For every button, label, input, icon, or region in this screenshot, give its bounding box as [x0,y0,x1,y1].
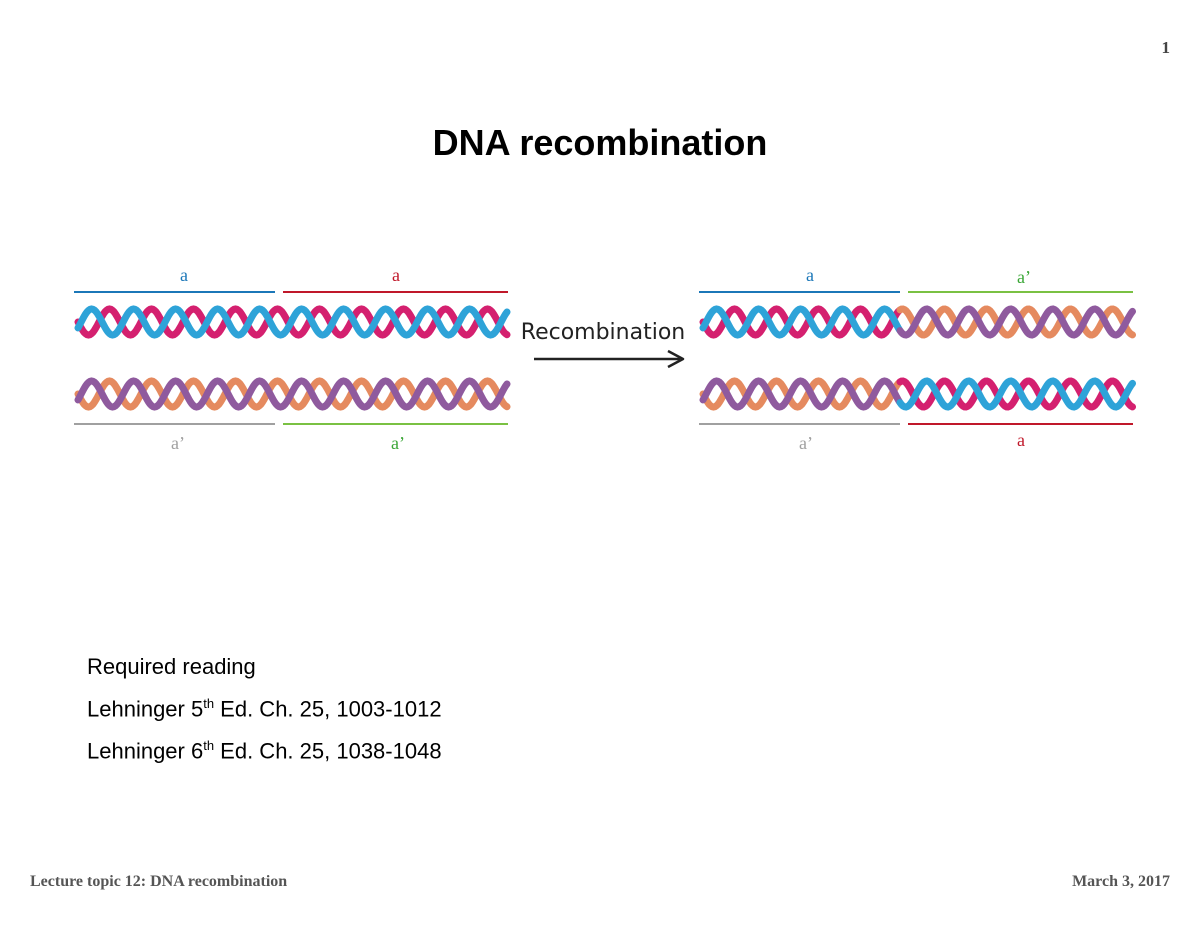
page-number: 1 [1161,38,1171,57]
left-top-label-1: a [180,265,188,285]
dna-strand [699,377,903,411]
dna-strand [896,305,1136,339]
right-bottom-label-1: a’ [799,433,813,453]
right-top-label-2: a’ [1017,267,1031,287]
dna-strand [74,377,511,411]
recombination-label: Recombination [521,320,685,345]
left-bottom-helix [74,377,511,411]
dna-strand [699,305,903,339]
recombination-diagram: a a a’ a’ a a’ a’ a Recombination [74,265,1136,453]
dna-strand [699,377,903,411]
reading-line-1: Lehninger 5th Ed. Ch. 25, 1003-1012 [87,696,442,722]
footer-date: March 3, 2017 [1072,873,1170,890]
dna-strand [74,305,511,339]
left-bottom-label-2: a’ [391,433,405,453]
right-top-helix [699,305,1136,339]
right-top-label-1: a [806,265,814,285]
slide-title: DNA recombination [432,122,768,163]
left-top-label-2: a [392,265,400,285]
dna-strand [896,377,1136,411]
right-bottom-label-2: a [1017,430,1025,450]
dna-strand [699,305,903,339]
footer-topic: Lecture topic 12: DNA recombination [30,873,288,890]
dna-strand [896,305,1136,339]
left-bottom-label-1: a’ [171,433,185,453]
dna-strand [896,377,1136,411]
reading-heading: Required reading [87,654,256,679]
required-reading: Required reading Lehninger 5th Ed. Ch. 2… [87,648,442,770]
right-bottom-helix [699,377,1136,411]
arrowhead-icon [667,349,685,369]
reading-line-2: Lehninger 6th Ed. Ch. 25, 1038-1048 [87,738,442,764]
left-top-helix [74,305,511,339]
